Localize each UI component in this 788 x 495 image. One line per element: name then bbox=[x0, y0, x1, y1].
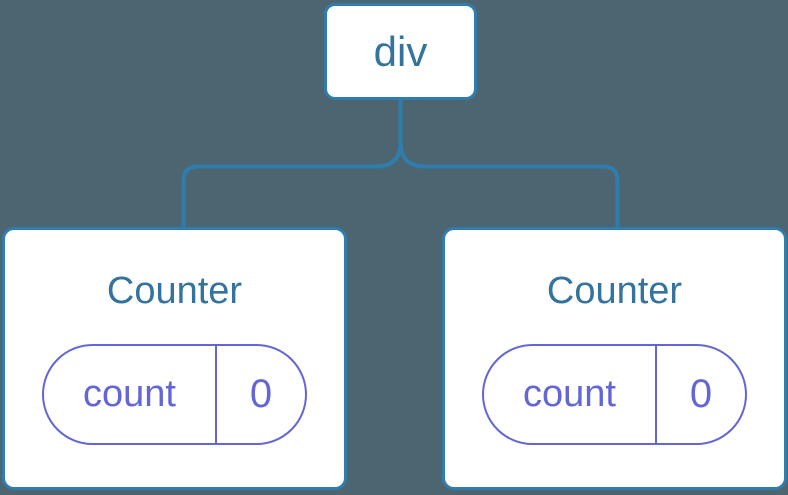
counter-node-right-label: Counter bbox=[546, 270, 683, 312]
state-name-right: count bbox=[523, 373, 616, 415]
root-node-label: div bbox=[373, 27, 428, 75]
counter-node-right: Counter count 0 bbox=[442, 227, 787, 490]
state-pill-right: count 0 bbox=[482, 344, 747, 445]
counter-node-left-label: Counter bbox=[106, 270, 243, 312]
root-node-div: div bbox=[324, 3, 477, 100]
counter-node-left: Counter count 0 bbox=[2, 227, 347, 490]
state-name-left: count bbox=[83, 373, 176, 415]
state-value-left: 0 bbox=[215, 346, 305, 443]
connector-right-branch bbox=[398, 100, 620, 229]
state-pill-left: count 0 bbox=[42, 344, 307, 445]
connector-left-branch bbox=[181, 100, 403, 229]
state-value-right: 0 bbox=[655, 346, 745, 443]
